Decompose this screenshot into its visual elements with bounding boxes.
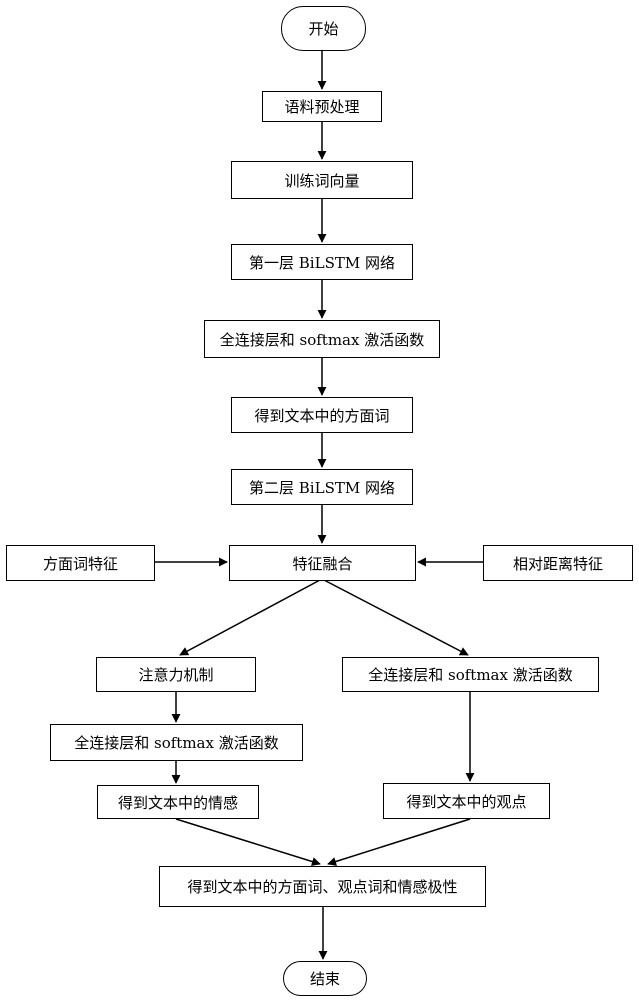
preprocess-node: 语料预处理 [262, 91, 382, 122]
attention-node: 注意力机制 [96, 657, 256, 692]
end-node: 结束 [283, 961, 367, 996]
arrow-fusion-to-fcright [324, 580, 468, 655]
fc-softmax-left-node: 全连接层和 softmax 激活函数 [50, 724, 303, 761]
word-vector-node: 训练词向量 [231, 161, 413, 199]
opinion-node: 得到文本中的观点 [383, 783, 550, 819]
bilstm1-node: 第一层 BiLSTM 网络 [231, 244, 413, 280]
aspect-words-node: 得到文本中的方面词 [231, 397, 413, 433]
arrow-fusion-to-attention [180, 580, 320, 655]
aspect-feature-node: 方面词特征 [6, 545, 155, 581]
distance-feature-node: 相对距离特征 [483, 545, 633, 581]
sentiment-node: 得到文本中的情感 [97, 785, 259, 819]
start-node: 开始 [281, 6, 366, 51]
feature-fusion-node: 特征融合 [229, 545, 416, 581]
result-node: 得到文本中的方面词、观点词和情感极性 [159, 866, 486, 907]
arrow-sentiment-to-result [176, 819, 320, 864]
fc-softmax-1-node: 全连接层和 softmax 激活函数 [204, 320, 440, 358]
fc-softmax-right-node: 全连接层和 softmax 激活函数 [342, 657, 599, 692]
arrow-opinion-to-result [328, 819, 470, 864]
bilstm2-node: 第二层 BiLSTM 网络 [231, 469, 413, 505]
